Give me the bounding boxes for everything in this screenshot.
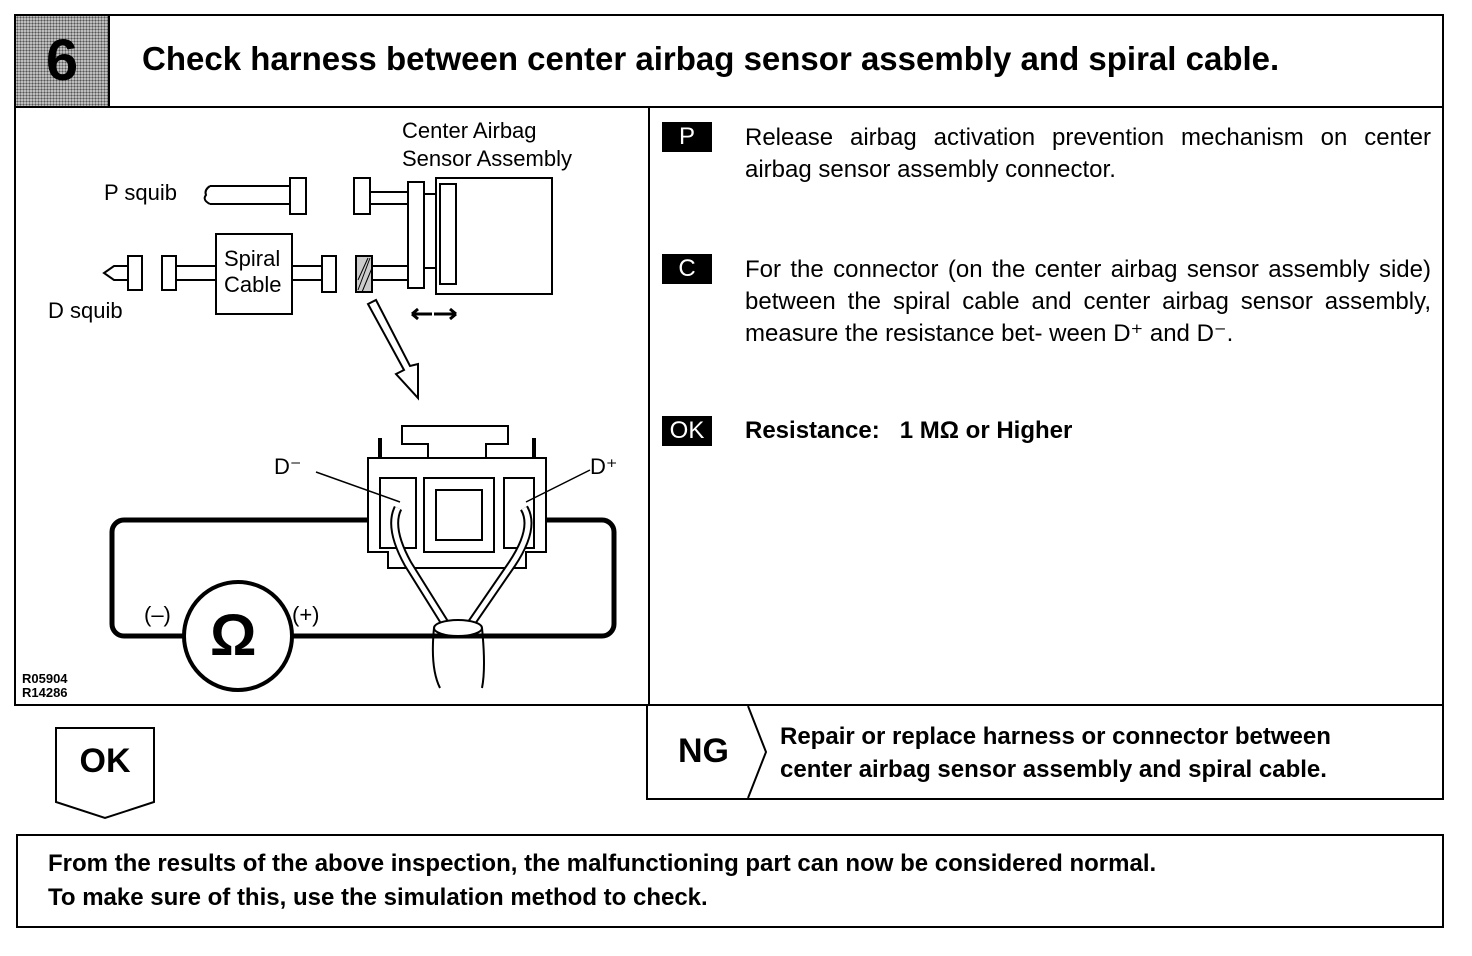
d-squib-label: D squib <box>48 298 123 323</box>
spiral-left-connector <box>161 255 177 291</box>
ok-result-label: OK <box>79 742 131 780</box>
spiral-cable-box <box>215 233 293 315</box>
procedure-steps: P Release airbag activation prevention m… <box>650 108 1440 704</box>
center-sensor-body <box>435 177 553 295</box>
spiral-cable-label-2: Cable <box>224 272 282 297</box>
step-tag-p: P <box>662 122 712 152</box>
d-minus-label: D⁻ <box>274 454 302 479</box>
slide-arrow <box>411 307 457 321</box>
step-tag-ok: OK <box>662 416 712 446</box>
step-tag-c: C <box>662 254 712 284</box>
p-squib-label: P squib <box>104 180 177 205</box>
zoom-arrow <box>366 298 419 401</box>
conclusion-line-2: To make sure of this, use the simulation… <box>48 884 708 911</box>
spiral-cable-label-1: Spiral <box>224 246 281 271</box>
d-plus-label: D⁺ <box>590 454 618 479</box>
step-number: 6 <box>45 28 79 93</box>
ng-action-line-2: center airbag sensor assembly and spiral… <box>780 756 1327 783</box>
ok-arrow-shape <box>55 727 155 820</box>
connector-housing <box>367 457 547 569</box>
inspection-body: Center Airbag Sensor Assembly P squib D … <box>14 106 1444 706</box>
d-minus-leader <box>315 471 401 503</box>
figure-code-1: R05904 <box>22 671 68 686</box>
resistance-spec: Resistance: 1 MΩ or Higher <box>745 417 1073 444</box>
conclusion-line-1: From the results of the above inspection… <box>48 850 1157 877</box>
spiral-right-connector <box>321 255 337 293</box>
ng-action-text: Repair or replace harness or connector b… <box>780 720 1331 786</box>
d-squib-end <box>102 265 129 281</box>
figure-code-2: R14286 <box>22 685 68 700</box>
center-sensor-label-2: Sensor Assembly <box>402 146 572 171</box>
p-squib-sensor-side <box>353 177 371 215</box>
minus-terminal-label: (–) <box>144 602 171 627</box>
wiring-diagram-drawing <box>102 177 617 692</box>
p-squib-connector <box>210 185 291 205</box>
conclusion-box: From the results of the above inspection… <box>16 834 1444 928</box>
ohmmeter <box>182 580 294 692</box>
wiring-diagram: Center Airbag Sensor Assembly P squib D … <box>16 108 648 704</box>
ng-result-box: NG Repair or replace harness or connecto… <box>646 704 1444 800</box>
ng-action-line-1: Repair or replace harness or connector b… <box>780 723 1331 750</box>
plus-terminal-label: (+) <box>292 602 320 627</box>
step-text-p: Release airbag activation prevention mec… <box>745 124 1431 183</box>
column-divider <box>648 108 650 704</box>
connector-latch <box>401 425 509 459</box>
d-plus-leader <box>525 469 591 503</box>
ng-result-label: NG <box>678 732 729 770</box>
page-title: Check harness between center airbag sens… <box>142 40 1280 77</box>
center-sensor-label-1: Center Airbag <box>402 118 537 143</box>
step-number-box: 6 <box>16 16 110 106</box>
meter-circuit-loop <box>109 517 617 639</box>
step-header: 6 Check harness between center airbag se… <box>14 14 1444 108</box>
step-text-c: For the connector (on the center airbag … <box>745 256 1431 347</box>
center-sensor-connector-face <box>439 183 457 285</box>
ng-chevron-icon <box>747 706 768 798</box>
center-sensor-plug <box>407 181 425 289</box>
ohm-symbol: Ω <box>210 603 257 668</box>
